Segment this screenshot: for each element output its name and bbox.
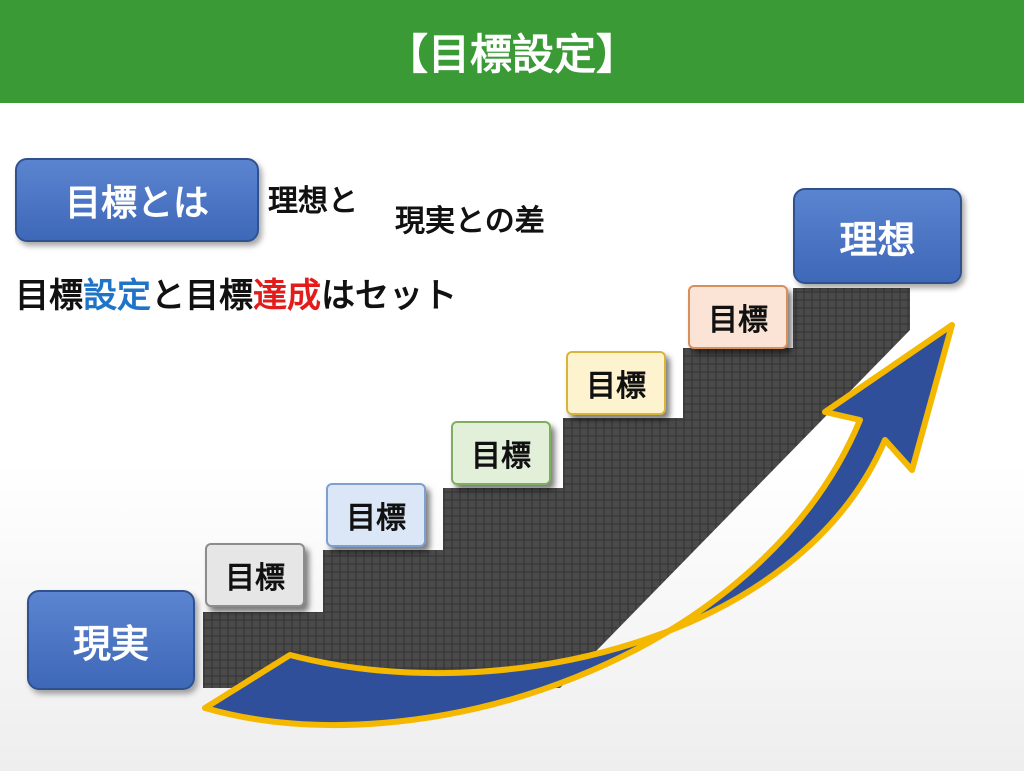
statement-setting: 設定	[83, 276, 151, 316]
definition-text-ideal: 理想と	[268, 184, 358, 219]
goal-step-3: 目標	[451, 421, 551, 485]
goal-step-2: 目標	[326, 483, 426, 547]
goal-step-1: 目標	[205, 543, 305, 607]
reality-box: 現実	[27, 590, 195, 690]
statement-part: 目標	[15, 276, 83, 316]
definition-text-gap: 現実との差	[395, 204, 545, 239]
page-title: 【目標設定】	[385, 30, 638, 79]
definition-label: 目標とは	[15, 158, 259, 242]
title-bar: 【目標設定】	[0, 0, 1024, 103]
staircase	[203, 288, 910, 688]
statement-achieve: 達成	[253, 276, 321, 316]
statement-part: と目標	[151, 276, 253, 316]
goal-step-4: 目標	[566, 351, 666, 415]
statement-part: はセット	[321, 276, 457, 316]
goal-step-5: 目標	[688, 285, 788, 349]
ideal-box: 理想	[793, 188, 962, 284]
growth-arrow	[202, 322, 955, 728]
statement: 目標設定と目標達成はセット	[15, 268, 457, 317]
